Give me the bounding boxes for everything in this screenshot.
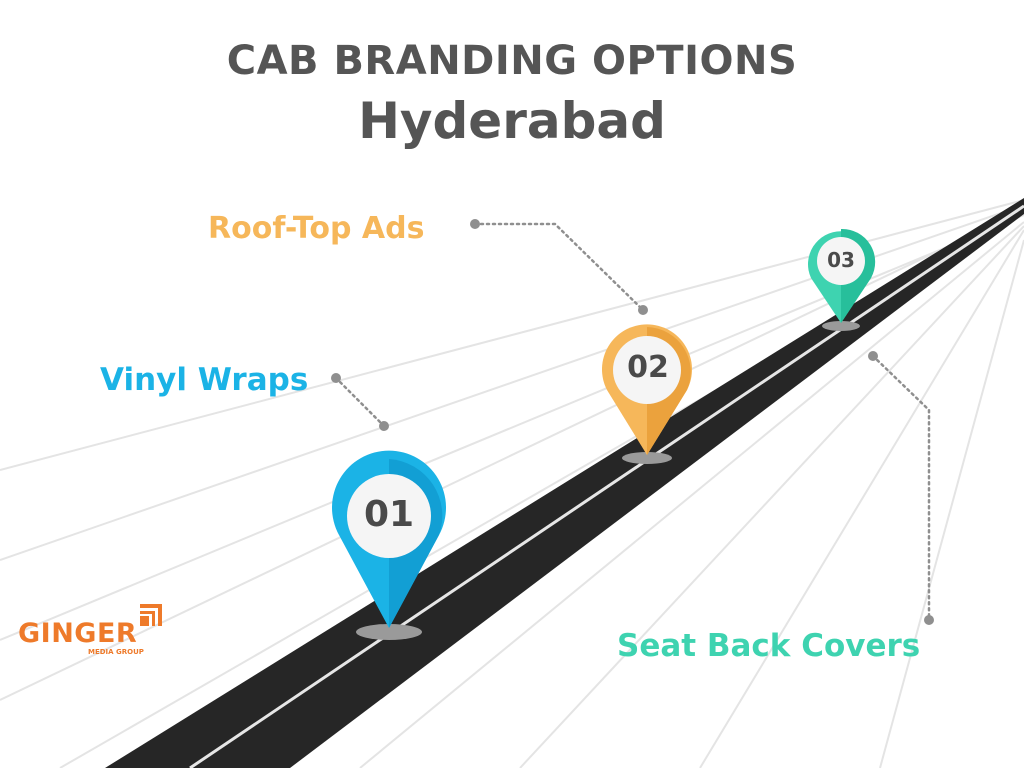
option-label-seat-back-covers: Seat Back Covers <box>617 628 921 664</box>
logo-tagline: MEDIA GROUP <box>88 648 144 656</box>
ginger-media-group-logo: GINGER MEDIA GROUP <box>18 604 168 664</box>
pin-03 <box>808 228 876 331</box>
page-title: CAB BRANDING OPTIONS <box>226 38 798 84</box>
page-subtitle-city: Hyderabad <box>358 92 666 150</box>
logo-wordmark: GINGER <box>18 618 138 649</box>
pin-01-number: 01 <box>363 494 415 535</box>
option-label-roof-top-ads: Roof-Top Ads <box>208 211 425 246</box>
connectors <box>334 222 931 622</box>
pin-02-number: 02 <box>627 350 669 385</box>
road <box>105 198 1024 768</box>
pin-01 <box>332 450 446 640</box>
perspective-lines <box>0 199 1024 768</box>
connector-dots <box>331 219 934 625</box>
pin-03-number: 03 <box>827 248 855 272</box>
logo-mark-icon <box>140 604 162 626</box>
pin-02 <box>602 324 692 464</box>
option-label-vinyl-wraps: Vinyl Wraps <box>100 362 309 398</box>
road-center-line <box>189 204 1024 768</box>
